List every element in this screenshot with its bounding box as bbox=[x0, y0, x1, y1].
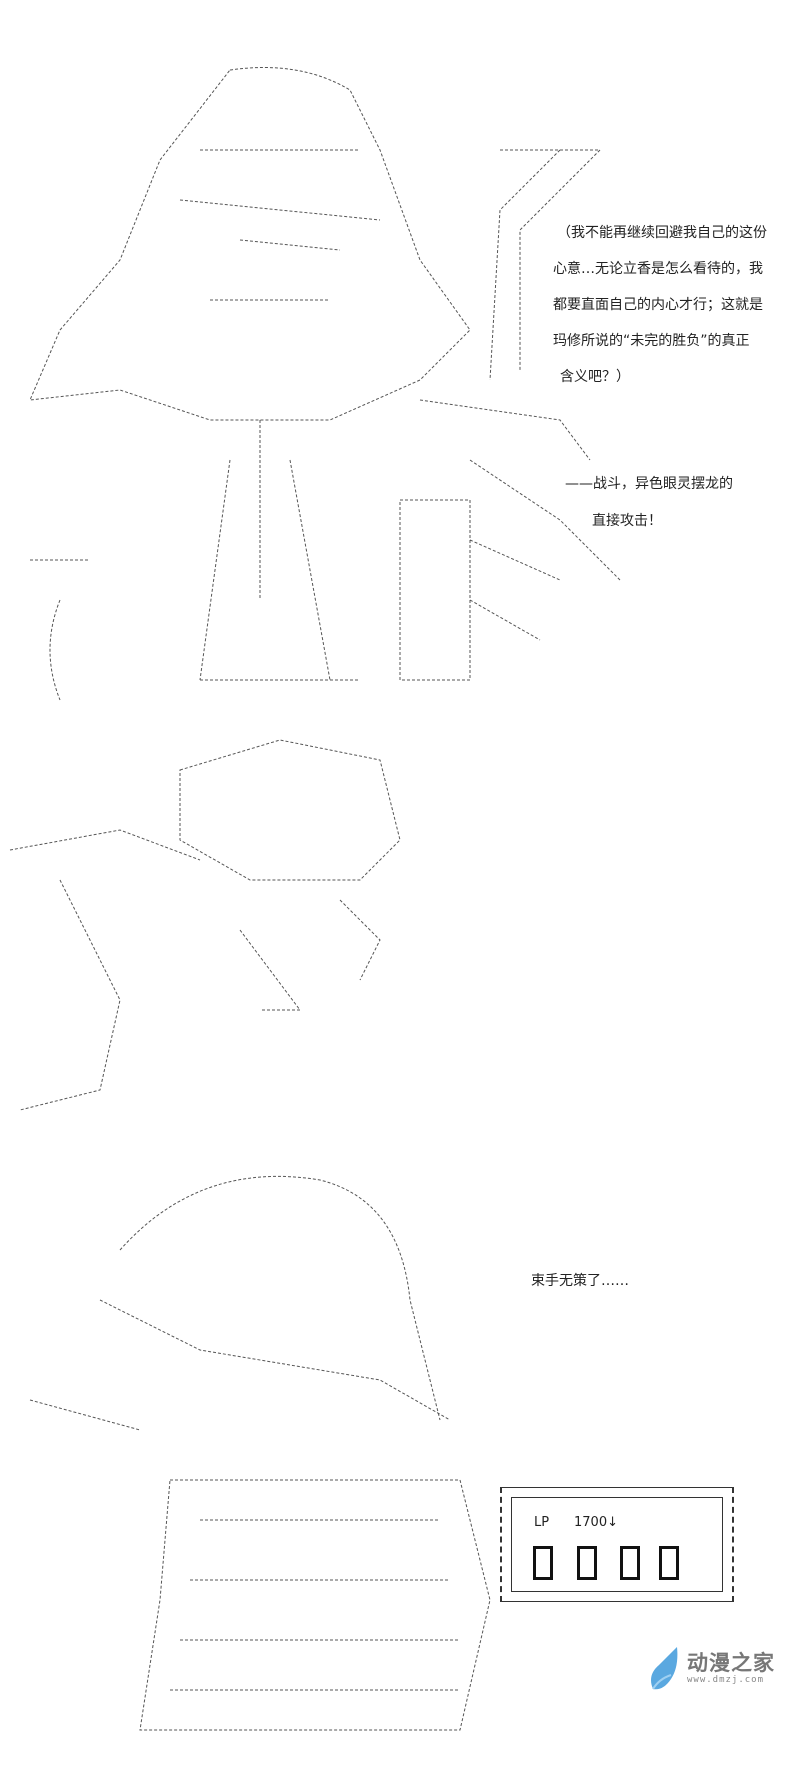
thought-line-5: 含义吧？） bbox=[560, 369, 630, 385]
thought-line-3: 都要直面自己的内心才行；这就是 bbox=[553, 297, 763, 313]
lp-label: LP bbox=[534, 1515, 550, 1530]
ascii-art-character-panel3 bbox=[29, 1175, 491, 1731]
watermark-name: 动漫之家 bbox=[687, 1651, 775, 1675]
ascii-art-character-panel1 bbox=[29, 67, 621, 701]
watermark-url: www.dmzj.com bbox=[687, 1675, 765, 1685]
lp-value: 1700↓ bbox=[574, 1515, 618, 1530]
thought-line-2: 心意…无论立香是怎么看待的，我 bbox=[553, 261, 763, 277]
ascii-art-character-panel2 bbox=[9, 739, 401, 1111]
lp-digit-box bbox=[659, 1546, 679, 1580]
life-points-display: LP 1700↓ bbox=[500, 1487, 734, 1602]
wing-logo-icon bbox=[651, 1647, 678, 1690]
narration-line-2: 直接攻击！ bbox=[592, 513, 662, 529]
life-points-inner-frame: LP 1700↓ bbox=[511, 1497, 723, 1592]
lp-digit-box bbox=[533, 1546, 553, 1580]
watermark-logo: 动漫之家 www.dmzj.com bbox=[645, 1645, 795, 1695]
lp-digit-box bbox=[620, 1546, 640, 1580]
narration-line-1: ——战斗，异色眼灵摆龙的 bbox=[565, 476, 733, 492]
caption-helpless: 束手无策了…… bbox=[531, 1273, 629, 1289]
lp-digit-box bbox=[577, 1546, 597, 1580]
thought-line-1: （我不能再继续回避我自己的这份 bbox=[557, 225, 767, 241]
thought-line-4: 玛修所说的“未完的胜负”的真正 bbox=[553, 333, 750, 349]
